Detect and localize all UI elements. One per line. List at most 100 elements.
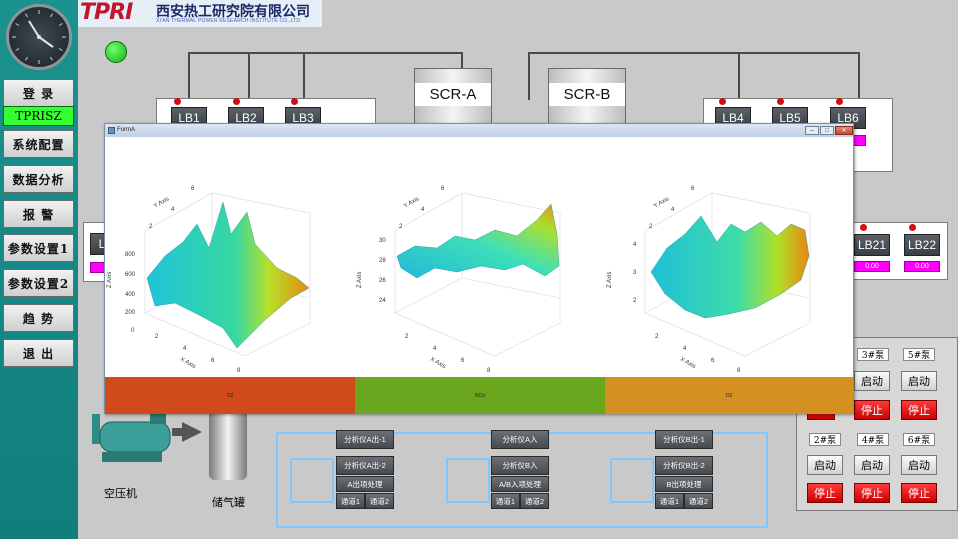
z-tick: 26 (379, 278, 386, 284)
pump-3-start-button[interactable]: 启动 (854, 371, 890, 391)
pump-4-stop-button[interactable]: 停止 (854, 483, 890, 503)
pipe (528, 52, 530, 100)
pump-5-stop-button[interactable]: 停止 (901, 400, 937, 420)
lb-status-dot (860, 224, 867, 231)
x-tick: 4 (183, 346, 187, 352)
lb-status-dot (291, 98, 298, 105)
y-tick: 4 (671, 207, 675, 213)
tank-label: 储气罐 (212, 497, 245, 509)
forma-title: FormA (117, 127, 135, 133)
login-button[interactable]: 登 录 (3, 79, 74, 107)
tab-o2-left[interactable]: O2 (105, 377, 355, 414)
analyzer-b-processing[interactable]: B出项处理 (655, 476, 713, 492)
z-tick: 30 (379, 238, 386, 244)
channel-2[interactable]: 通道2 (684, 493, 713, 509)
analyzer-a-out-1[interactable]: 分析仪A出-1 (336, 430, 394, 449)
analyzer-a-in[interactable]: 分析仪A入 (491, 430, 549, 449)
analyzer-a-out-2[interactable]: 分析仪A出-2 (336, 456, 394, 475)
z-tick: 24 (379, 298, 386, 304)
pump-4-label: 4#泵 (857, 433, 889, 446)
x-tick: 8 (737, 368, 741, 374)
pump-2-start-button[interactable]: 启动 (807, 455, 843, 475)
y-tick: 2 (399, 224, 403, 230)
close-icon[interactable]: ✕ (835, 126, 853, 135)
pipe (303, 52, 305, 100)
forma-titlebar[interactable]: FormA (105, 124, 853, 137)
pipe (738, 52, 740, 100)
x-axis-label-2: X Axis (429, 357, 446, 371)
z-tick: 4 (633, 242, 637, 248)
y-axis-label-3: Y Axis (653, 196, 670, 209)
x-tick: 6 (461, 358, 465, 364)
lb22-value: 0.00 (904, 261, 940, 272)
pump-3-stop-button[interactable]: 停止 (854, 400, 890, 420)
scr-a-reactor[interactable]: SCR-A (414, 68, 492, 128)
lb22-button[interactable]: LB22 (904, 234, 940, 256)
x-tick: 8 (237, 368, 241, 374)
data-analysis-button[interactable]: 数据分析 (3, 165, 74, 193)
lb-status-dot (174, 98, 181, 105)
z-tick: 28 (379, 258, 386, 264)
pump-3-label: 3#泵 (857, 348, 889, 361)
z-axis-label-1: Z Axis (107, 272, 113, 288)
surface-plot-3: Y Axis Z Axis X Axis 4 3 2 2 4 6 2 4 6 8 (607, 186, 811, 374)
z-tick: 800 (125, 252, 136, 258)
channel-1[interactable]: 通道1 (336, 493, 365, 509)
analyzer-ab-processing[interactable]: A/B入项处理 (491, 476, 549, 492)
param-settings-1-button[interactable]: 参数设置1 (3, 234, 74, 262)
forma-window[interactable]: FormA – □ ✕ Y Axis Z Axis X Axis 800 600… (104, 123, 854, 414)
exit-button[interactable]: 退 出 (3, 339, 74, 367)
x-axis-label-3: X Axis (679, 357, 696, 371)
analyzer-b-in[interactable]: 分析仪B入 (491, 456, 549, 475)
x-tick: 4 (433, 346, 437, 352)
lb-status-dot (836, 98, 843, 105)
analyzer-a-processing[interactable]: A出项处理 (336, 476, 394, 492)
sample-line (290, 458, 334, 503)
z-tick: 400 (125, 292, 136, 298)
channel-1[interactable]: 通道1 (655, 493, 684, 509)
z-tick: 600 (125, 272, 136, 278)
x-tick: 2 (155, 334, 159, 340)
pump-4-start-button[interactable]: 启动 (854, 455, 890, 475)
z-tick: 200 (125, 310, 136, 316)
pump-5-start-button[interactable]: 启动 (901, 371, 937, 391)
z-axis-label-3: Z Axis (607, 272, 613, 288)
channel-2[interactable]: 通道2 (365, 493, 394, 509)
lb-status-dot (233, 98, 240, 105)
lb21-button[interactable]: LB21 (854, 234, 890, 256)
user-name-display: TPRISZ (3, 106, 74, 126)
x-tick: 8 (487, 368, 491, 374)
lb-status-dot (777, 98, 784, 105)
y-tick: 4 (421, 207, 425, 213)
maximize-icon[interactable]: □ (820, 126, 834, 135)
tab-nox[interactable]: NOx (355, 377, 605, 414)
tab-o2-right[interactable]: O2 (605, 377, 853, 414)
clock-icon (6, 4, 72, 70)
channel-2[interactable]: 通道2 (520, 493, 549, 509)
x-axis-label-1: X Axis (179, 357, 196, 371)
trend-button[interactable]: 趋 势 (3, 304, 74, 332)
analyzer-b-out-2[interactable]: 分析仪B出-2 (655, 456, 713, 475)
channel-1[interactable]: 通道1 (491, 493, 520, 509)
analyzer-b-out-1[interactable]: 分析仪B出-1 (655, 430, 713, 449)
pump-2-stop-button[interactable]: 停止 (807, 483, 843, 503)
pump-6-start-button[interactable]: 启动 (901, 455, 937, 475)
app-icon (108, 127, 115, 134)
param-settings-2-button[interactable]: 参数设置2 (3, 269, 74, 297)
scr-b-reactor[interactable]: SCR-B (548, 68, 626, 128)
company-name-en: XI'AN THERMAL POWER RESEARCH INSTITUTE C… (156, 18, 302, 24)
y-axis-label-1: Y Axis (153, 196, 170, 209)
y-tick: 6 (191, 186, 195, 192)
surface-plot-2: Y Axis Z Axis X Axis 30 28 26 24 2 4 6 2… (357, 186, 561, 374)
pump-5-label: 5#泵 (903, 348, 935, 361)
sample-line (610, 458, 654, 503)
scr-b-label: SCR-B (549, 83, 625, 106)
company-name-cn: 西安热工研究院有限公司 (156, 4, 310, 20)
alarm-button[interactable]: 报 警 (3, 200, 74, 228)
pump-6-stop-button[interactable]: 停止 (901, 483, 937, 503)
system-config-button[interactable]: 系统配置 (3, 130, 74, 158)
lb-status-dot (719, 98, 726, 105)
minimize-icon[interactable]: – (805, 126, 819, 135)
status-light-icon (105, 41, 127, 63)
sidebar: 登 录 TPRISZ 系统配置 数据分析 报 警 参数设置1 参数设置2 趋 势… (0, 0, 78, 539)
